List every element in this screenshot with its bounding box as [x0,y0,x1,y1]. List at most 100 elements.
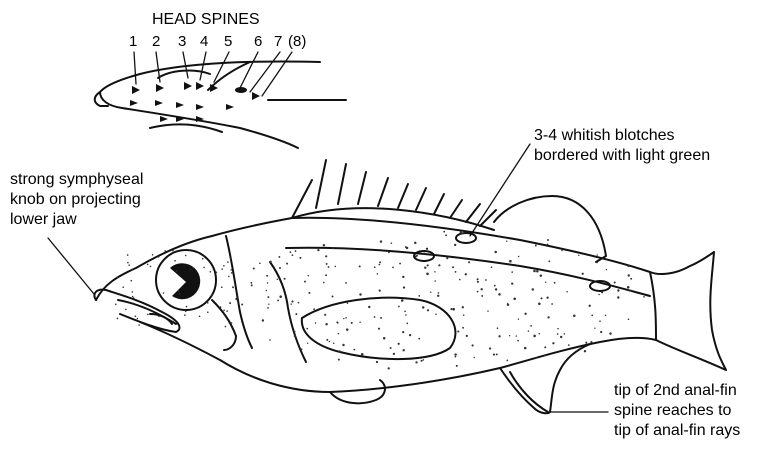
stipple-dot [323,244,325,246]
stipple-dot [266,290,268,292]
spiny-dorsal-fin [292,160,496,230]
stipple-dot [279,295,282,298]
stipple-dot [290,251,292,253]
stipple-dot [326,263,328,265]
stipple-dot [376,361,378,363]
stipple-dot [438,264,440,266]
symphyseal-line-1: strong symphyseal [10,171,143,188]
stipple-dot [332,296,334,298]
preopercle [212,300,236,350]
stipple-dot [403,286,405,288]
stipple-dot [347,302,348,303]
stipple-dot [298,302,300,304]
stipple-dot [591,315,593,317]
head-outline [95,62,320,149]
stipple-dot [597,254,598,255]
stipple-dot [374,266,376,268]
stipple-dot [533,335,536,338]
stipple-dot [422,306,424,308]
stipple-dot [380,240,382,242]
stipple-dot [409,334,411,336]
stipple-dot [463,314,465,316]
stipple-dot [605,315,607,317]
stipple-dot [545,281,546,282]
stipple-dot [617,296,619,298]
stipple-dot [277,278,279,280]
stipple-dot [230,258,232,260]
stipple-dot [229,302,231,304]
stipple-dot [452,308,455,311]
stipple-dot [225,326,227,328]
stipple-dot [465,273,467,275]
stipple-dot [421,360,423,362]
stipple-dot [552,342,554,344]
anal-fin-spine [510,372,548,412]
stipple-dot [223,313,225,315]
stipple-dot [379,264,381,266]
stipple-dot [491,266,493,268]
stipple-dot [351,322,353,324]
stipple-dot [627,274,629,276]
stipple-dot [346,328,349,331]
stipple-dot [185,311,187,313]
stipple-dot [172,250,174,252]
stipple-dot [277,299,279,301]
stipple-dot [267,282,269,284]
stipple-dot [568,344,570,346]
anal-fin-line-3: tip of anal-fin rays [614,422,740,439]
stipple-dot [368,306,370,308]
stipple-dot [231,272,233,274]
stipple-dot [445,234,447,236]
stipple-dot [424,267,426,269]
spine-number-2: 2 [152,33,160,50]
stipple-dot [315,322,317,324]
stipple-dot [590,341,592,343]
stipple-dot [286,263,288,265]
stipple-dot [132,291,134,293]
stipple-dot [630,290,632,292]
stipple-dot [547,316,549,318]
stipple-dot [560,336,562,338]
stipple-dot [150,266,152,268]
stipple-dot [342,344,344,346]
stipple-dot [404,310,406,312]
fish-body [94,160,726,413]
stipple-dot [609,332,611,334]
spine-number-8: (8) [288,33,306,50]
operculum [226,236,252,348]
stipple-dot [374,316,376,318]
stipple-dot [437,295,439,297]
stipple-dot [391,242,393,244]
stipple-dot [300,348,302,350]
stipple-dot [434,271,435,272]
stipple-dot [536,270,539,273]
stipple-dot [533,270,536,273]
stipple-dot [174,260,176,262]
stipple-dot [509,260,512,263]
stipple-dot [267,307,269,309]
stipple-dot [481,295,483,297]
stipple-dot [213,269,215,271]
stipple-dot [203,267,205,269]
stipple-dot [511,282,513,284]
stipple-dot [547,244,549,246]
stipple-dot [383,337,386,340]
stipple-dot [359,265,361,267]
stipple-dot [564,333,566,335]
stipple-dot [438,292,440,294]
stipple-dot [338,350,340,352]
stipple-dot [223,310,225,312]
stipple-dot [540,275,542,277]
stipple-dot [269,339,271,341]
stipple-dot [207,302,209,304]
stipple-dot [241,321,243,323]
stipple-dot [546,297,548,299]
stipple-dot [462,306,464,308]
stipple-dot [535,245,537,247]
stipple-dot [359,322,360,323]
stipple-dot [137,318,139,320]
stipple-dot [128,264,130,266]
lateral-line [286,248,650,296]
